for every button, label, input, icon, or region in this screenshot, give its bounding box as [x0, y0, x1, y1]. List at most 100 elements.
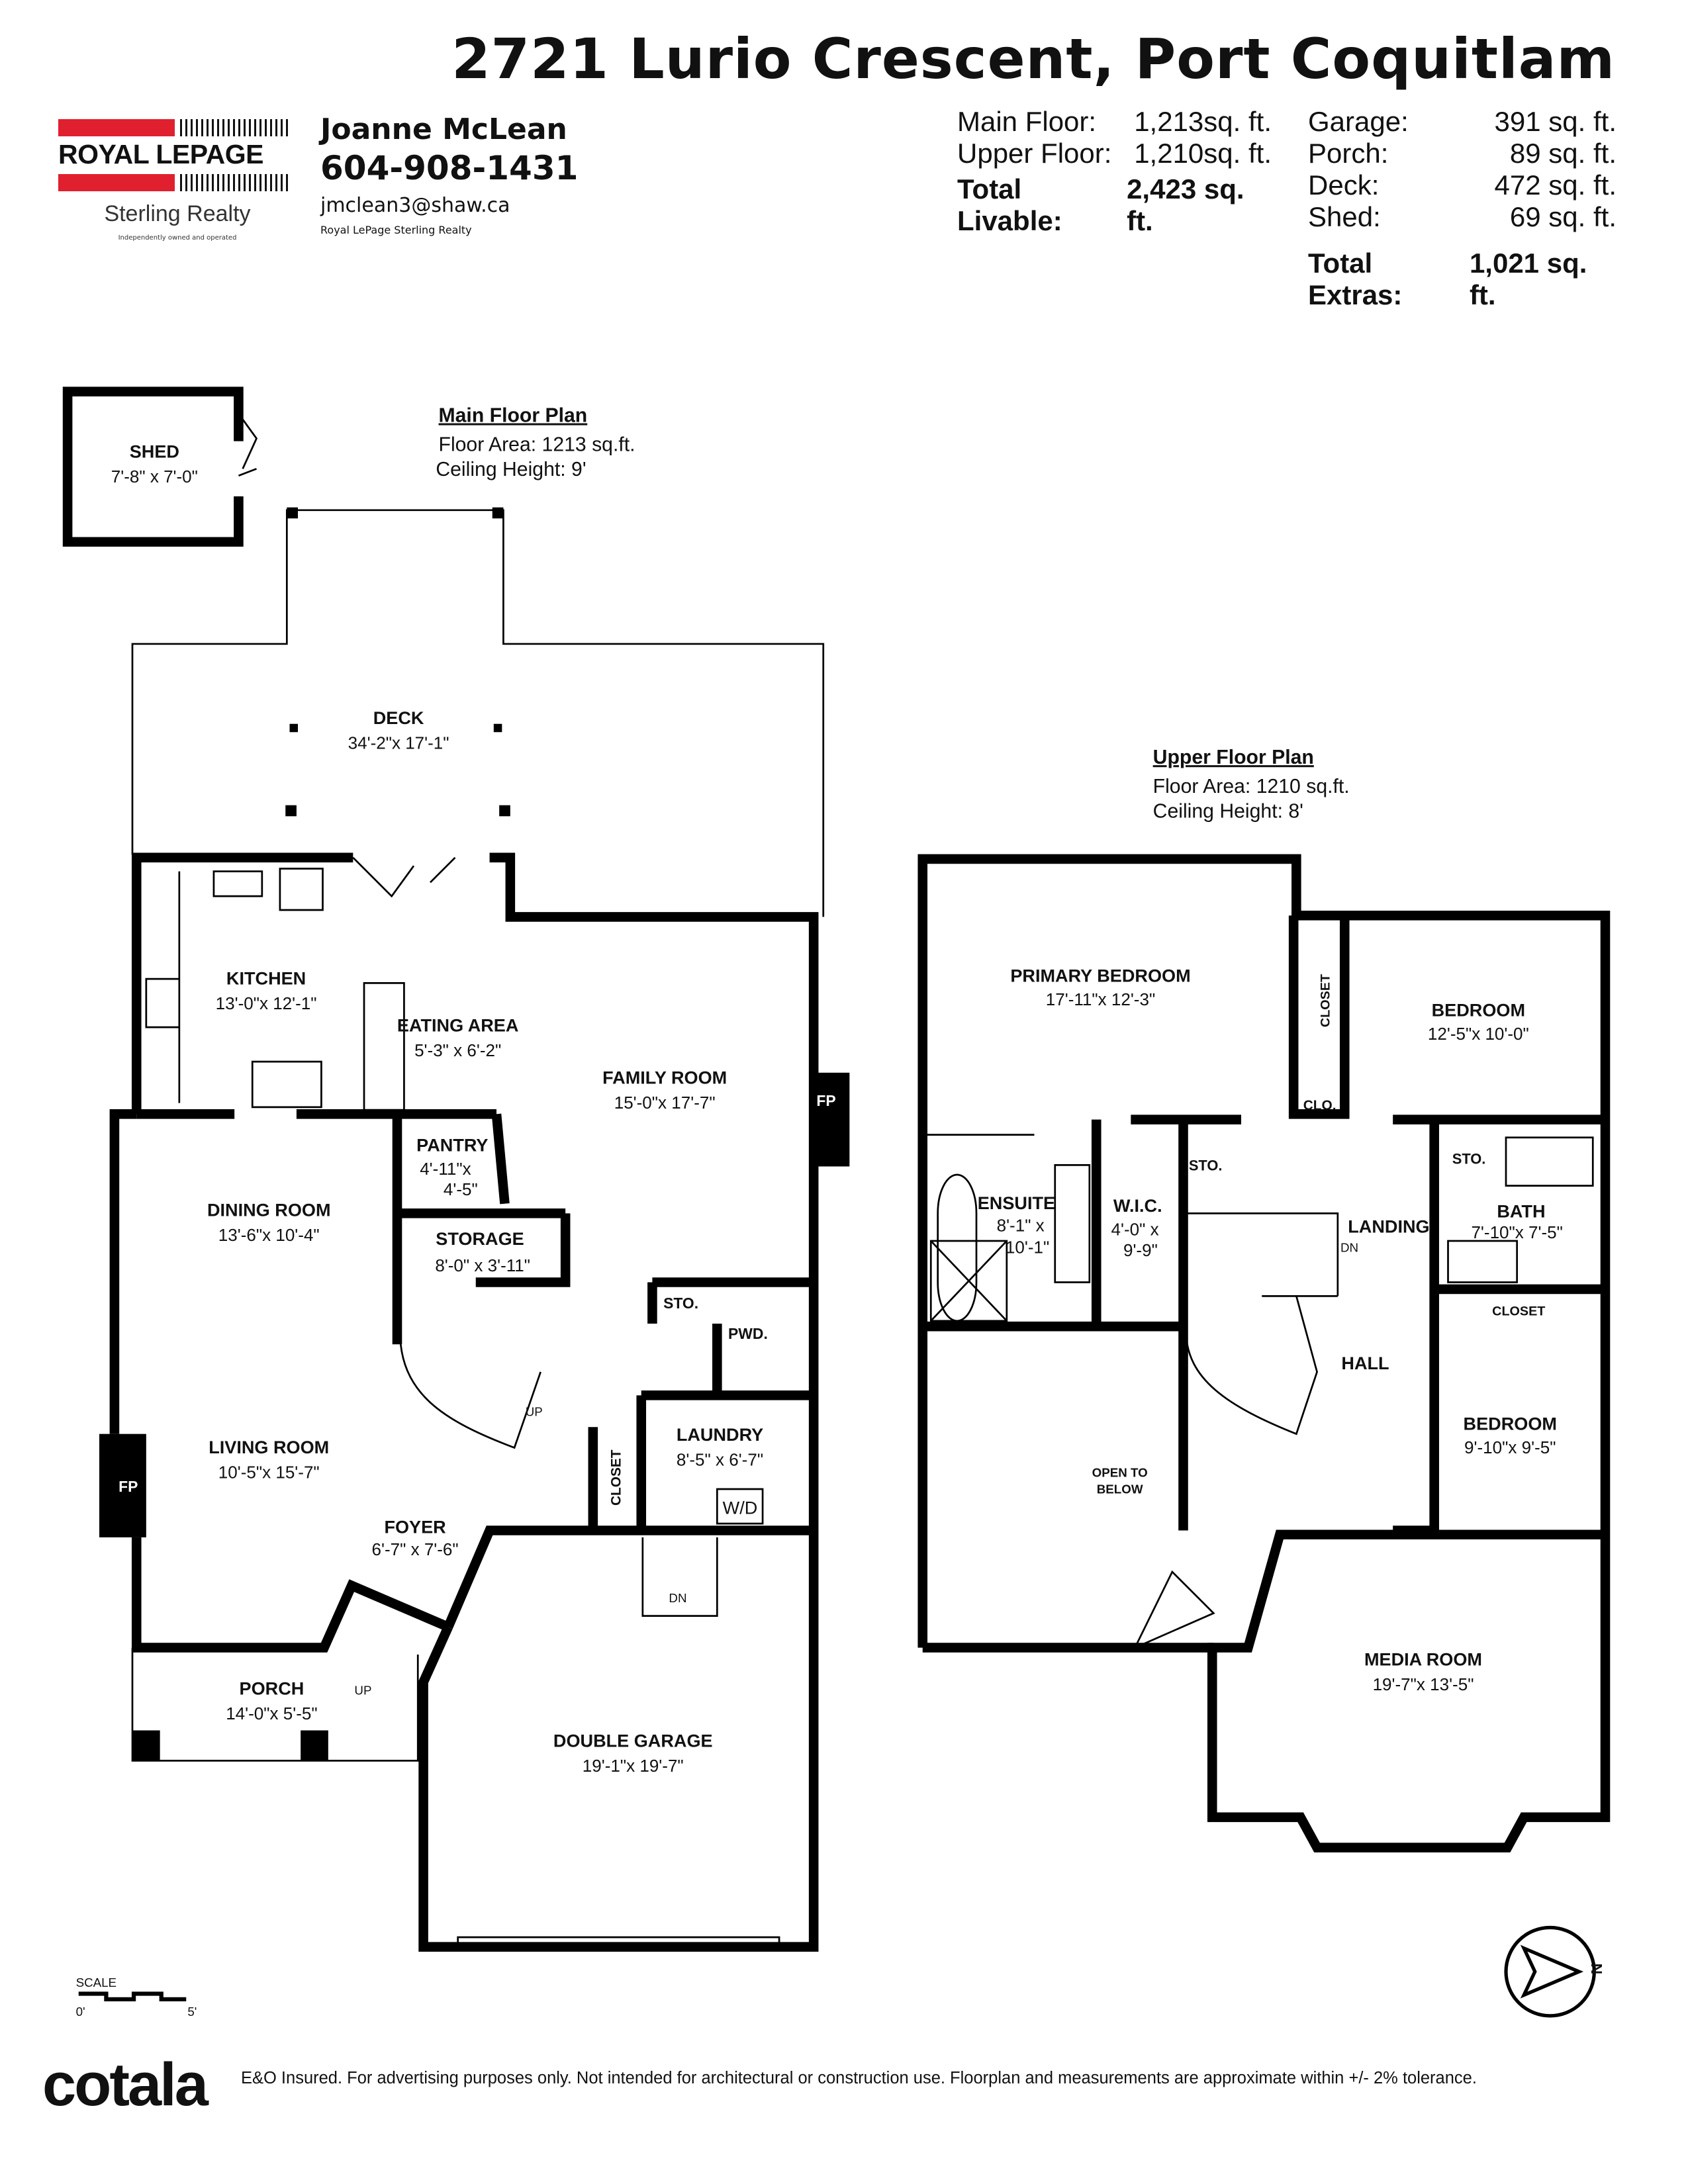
extras-area-table: Garage:391 sq. ft. Porch:89 sq. ft. Deck…: [1308, 106, 1617, 310]
room-name: STORAGE: [436, 1228, 524, 1249]
scale-max: 5': [187, 2005, 197, 2019]
upper-floor-walls: [917, 854, 1611, 1852]
area-label: Deck:: [1308, 169, 1380, 201]
scale-min: 0': [76, 2005, 85, 2019]
area-label: Upper Floor:: [957, 138, 1112, 169]
room-dim: 19'-1"x 19'-7": [583, 1756, 684, 1776]
fp-label: FP: [118, 1478, 138, 1495]
room-dim: 4'-11"x: [420, 1159, 471, 1179]
closet-label: CLOSET: [609, 1449, 624, 1506]
main-floor-area: Floor Area: 1213 sq.ft.: [439, 433, 635, 455]
area-value: 1,210sq. ft.: [1134, 138, 1272, 169]
dn-label: DN: [669, 1591, 686, 1605]
room-name: PANTRY: [416, 1135, 488, 1156]
room-dim: 34'-2"x 17'-1": [348, 733, 449, 752]
area-label: Main Floor:: [957, 106, 1097, 137]
logo-stripes-top: [180, 119, 289, 136]
logo-stripes-bottom: [180, 174, 289, 191]
room-name: PRIMARY BEDROOM: [1010, 965, 1190, 985]
room-name: LANDING: [1348, 1216, 1429, 1237]
area-label: Total Livable:: [957, 173, 1062, 236]
area-value: 2,423 sq. ft.: [1127, 173, 1244, 236]
room-dim: 8'-0" x 3'-11": [435, 1255, 530, 1275]
open-to-below: BELOW: [1097, 1482, 1143, 1496]
deck: DECK 34'-2"x 17'-1": [131, 507, 825, 917]
room-name: EATING AREA: [397, 1015, 519, 1035]
area-row-main: Main Floor: 1,213sq. ft.: [957, 106, 1272, 138]
room-name: MEDIA ROOM: [1364, 1649, 1482, 1670]
upper-floor-area: Floor Area: 1210 sq.ft.: [1153, 776, 1350, 797]
sto-label: STO.: [663, 1295, 698, 1312]
room-name: LAUNDRY: [677, 1424, 763, 1445]
compass-icon: N: [1504, 1925, 1605, 2018]
area-row-total-livable: Total Livable: 2,423 sq. ft.: [957, 173, 1272, 236]
logo-red-bar-bottom: [58, 174, 175, 191]
dn-label: DN: [1340, 1241, 1358, 1255]
agent-card: Joanne McLean 604-908-1431 jmclean3@shaw…: [320, 113, 578, 236]
sto-label: STO.: [1452, 1150, 1486, 1167]
room-dim: 13'-0"x 12'-1": [216, 993, 317, 1013]
main-floor-ceiling: Ceiling Height: 9': [436, 459, 586, 480]
agent-name: Joanne McLean: [320, 113, 567, 146]
upper-floor-labels: PRIMARY BEDROOM 17'-11"x 12'-3" BEDROOM …: [978, 965, 1563, 1694]
area-value: 1,213sq. ft.: [1134, 106, 1272, 137]
clo-label: CLO.: [1303, 1098, 1336, 1113]
logo-red-bar-top: [58, 119, 175, 136]
disclaimer: E&O Insured. For advertising purposes on…: [241, 2069, 1477, 2087]
room-dim: 19'-7"x 13'-5": [1373, 1674, 1474, 1694]
room-dim: 9'-10"x 9'-5": [1464, 1437, 1556, 1457]
main-floor-heading: Main Floor Plan: [439, 405, 588, 427]
area-row-total-extras: Total Extras:1,021 sq. ft.: [1308, 248, 1617, 310]
room-name: FAMILY ROOM: [602, 1068, 727, 1088]
scale-label: SCALE: [76, 1976, 117, 1989]
area-row-garage: Garage:391 sq. ft.: [1308, 106, 1617, 138]
room-name: BEDROOM: [1464, 1413, 1557, 1433]
room-dim: 8'-5" x 6'-7": [677, 1450, 763, 1470]
livable-area-table: Main Floor: 1,213sq. ft. Upper Floor: 1,21…: [957, 106, 1272, 236]
room-dim: 5'-3" x 6'-2": [414, 1040, 501, 1060]
wd-label: W/D: [723, 1498, 758, 1518]
room-name: HALL: [1341, 1353, 1389, 1373]
area-value: 89 sq. ft.: [1509, 138, 1617, 169]
up-label: UP: [526, 1405, 543, 1419]
room-name: SHED: [130, 441, 179, 462]
area-row-porch: Porch:89 sq. ft.: [1308, 138, 1617, 169]
room-name: KITCHEN: [226, 968, 306, 989]
up-label: UP: [354, 1683, 371, 1697]
room-name: DOUBLE GARAGE: [553, 1731, 713, 1751]
room-name: LIVING ROOM: [209, 1437, 329, 1457]
area-value: 472 sq. ft.: [1494, 169, 1617, 201]
brokerage-office: Sterling Realty: [104, 201, 251, 226]
room-dim: 17'-11"x 12'-3": [1046, 989, 1155, 1009]
room-dim: 6'-7" x 7'-6": [372, 1539, 459, 1559]
area-row-upper: Upper Floor: 1,210sq. ft.: [957, 138, 1272, 169]
agent-email[interactable]: jmclean3@shaw.ca: [320, 194, 510, 217]
cotala-logo: cotala: [42, 2051, 209, 2118]
room-name: BEDROOM: [1432, 999, 1525, 1020]
upper-floor-heading: Upper Floor Plan: [1153, 747, 1314, 768]
closet-label: CLOSET: [1492, 1304, 1545, 1318]
upper-floor-ceiling: Ceiling Height: 8': [1153, 800, 1303, 822]
fp-label: FP: [816, 1092, 835, 1109]
area-label: Shed:: [1308, 201, 1381, 232]
room-name: FOYER: [384, 1517, 445, 1537]
area-row-deck: Deck: 472 sq. ft.: [1308, 169, 1617, 201]
sto-label: STO.: [1189, 1158, 1223, 1174]
room-dim: 15'-0"x 17'-7": [614, 1093, 716, 1113]
room-name: PORCH: [240, 1678, 305, 1698]
brokerage-logo: ROYAL LEPAGE Sterling Realty Independent…: [58, 118, 297, 250]
closet-label: CLOSET: [1318, 974, 1333, 1027]
room-dim: 14'-0"x 5'-5": [226, 1704, 317, 1723]
brokerage-tagline: Independently owned and operated: [118, 234, 237, 242]
room-name: ENSUITE: [978, 1193, 1055, 1213]
agent-phone[interactable]: 604-908-1431: [320, 149, 579, 187]
shed: SHED 7'-8" x 7'-0": [62, 387, 258, 547]
room-dim: 10'-5"x 15'-7": [218, 1462, 320, 1482]
room-name: DECK: [373, 707, 424, 728]
room-dim: 13'-6"x 10'-4": [218, 1225, 320, 1245]
area-value: 391 sq. ft.: [1494, 106, 1617, 137]
room-dim: 9'-9": [1123, 1240, 1158, 1260]
room-name: DINING ROOM: [207, 1200, 331, 1220]
open-to-below: OPEN TO: [1092, 1465, 1148, 1479]
